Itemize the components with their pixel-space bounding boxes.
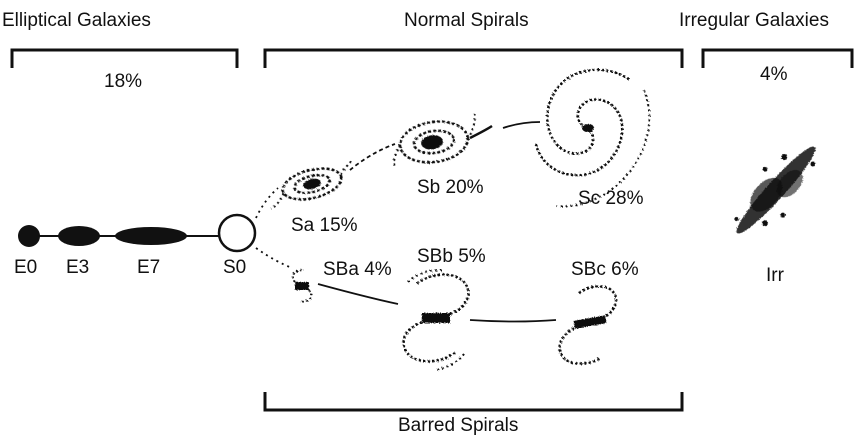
e7-label: E7 — [137, 257, 161, 278]
sba-label: SBa 4% — [323, 259, 392, 280]
sbc-galaxy — [558, 285, 618, 365]
barred-spirals-bracket — [263, 392, 684, 412]
e7-galaxy — [115, 227, 187, 245]
irregular-galaxies-title: Irregular Galaxies — [679, 10, 829, 31]
elliptical-percent: 18% — [104, 71, 143, 92]
sba-galaxy — [291, 269, 313, 303]
sbb-label: SBb 5% — [417, 246, 486, 267]
e0-galaxy — [18, 225, 40, 247]
sb-galaxy — [393, 113, 476, 169]
e3-galaxy — [58, 226, 100, 246]
s0-label: S0 — [223, 257, 247, 278]
barred-spiral-branch — [255, 247, 557, 323]
e0-label: E0 — [14, 257, 38, 278]
elliptical-bracket — [10, 48, 239, 68]
normal-spirals-title: Normal Spirals — [404, 10, 529, 31]
sbb-galaxy — [402, 269, 470, 371]
normal-spiral-branch — [255, 121, 541, 219]
normal-spirals-bracket — [263, 48, 684, 68]
irr-galaxy — [734, 146, 816, 234]
sa-label: Sa 15% — [291, 215, 358, 236]
irr-label: Irr — [766, 265, 784, 286]
sc-label: Sc 28% — [578, 188, 644, 209]
s0-galaxy — [217, 213, 257, 253]
sb-label: Sb 20% — [417, 177, 484, 198]
irregular-percent: 4% — [760, 64, 788, 85]
sa-galaxy — [270, 159, 355, 210]
barred-spirals-title: Barred Spirals — [398, 415, 519, 436]
sbc-label: SBc 6% — [571, 259, 639, 280]
e3-label: E3 — [66, 257, 90, 278]
irregular-bracket — [701, 48, 854, 68]
sc-galaxy — [534, 68, 651, 208]
elliptical-galaxies-title: Elliptical Galaxies — [2, 10, 151, 31]
